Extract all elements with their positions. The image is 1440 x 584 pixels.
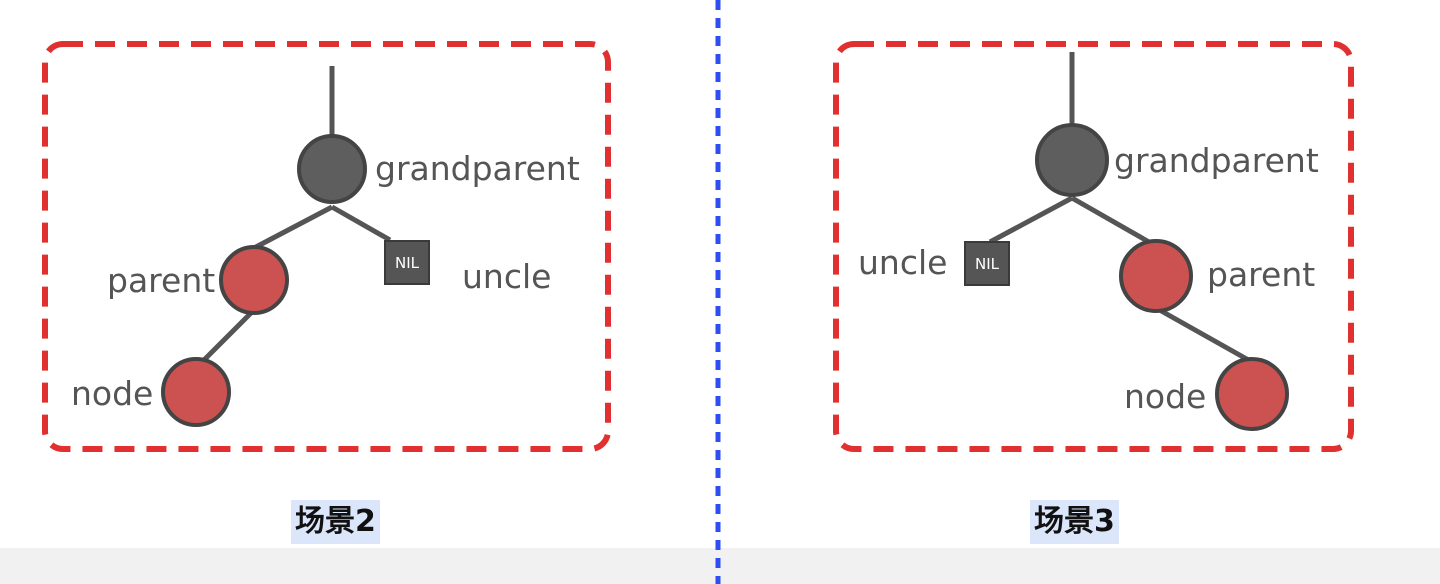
grandparent-label: grandparent (1114, 141, 1319, 180)
parent-label: parent (1207, 255, 1315, 294)
grandparent-node (1035, 123, 1109, 197)
grandparent-label: grandparent (375, 149, 580, 188)
parent-node (1119, 239, 1193, 313)
parent-label: parent (107, 261, 215, 300)
edge-grandparent-nil (330, 204, 392, 243)
scene-2-caption: 场景2 (291, 500, 380, 544)
node-label: node (71, 374, 153, 413)
nil-label: NIL (975, 255, 1000, 273)
scene-2: NIL grandparent parent node uncle (42, 41, 611, 452)
node-label: node (1124, 377, 1206, 416)
parent-node (219, 245, 289, 315)
scene-3-frame (833, 41, 1354, 452)
edge-parent-node (200, 308, 256, 364)
scene-3-caption: 场景3 (1030, 500, 1119, 544)
uncle-label: uncle (462, 257, 551, 296)
node-node (1215, 357, 1289, 431)
edge-grandparent-parent (1070, 195, 1158, 249)
edge-parent-node (1154, 305, 1254, 365)
nil-leaf (384, 240, 430, 285)
grandparent-node (297, 134, 367, 204)
nil-leaf (964, 241, 1010, 286)
edge-grandparent-parent (252, 204, 334, 251)
node-node (161, 357, 231, 427)
scene-2-frame (42, 41, 611, 452)
scene-3: NIL grandparent parent node uncle (833, 41, 1354, 452)
edge-grandparent-nil (988, 195, 1074, 245)
nil-label: NIL (395, 254, 420, 272)
uncle-label: uncle (858, 243, 947, 282)
